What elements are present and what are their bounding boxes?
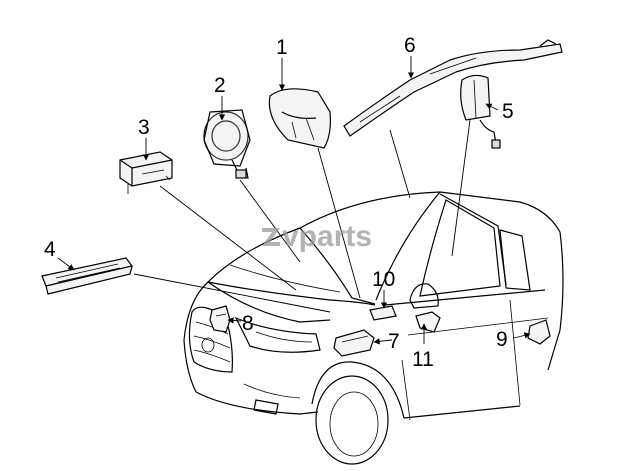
callout-10: 10: [372, 268, 395, 291]
airbag-sensor-assembly: [333, 329, 375, 357]
watermark-logo: vparts: [262, 220, 372, 253]
callout-1: 1: [276, 36, 288, 59]
callout-7: 7: [388, 330, 400, 353]
callout-5: 5: [502, 100, 514, 123]
spiral-cable: [203, 109, 251, 179]
callout-8: 8: [242, 312, 254, 335]
curtain-airbag: [343, 39, 563, 137]
front-airbag-sensor: [209, 305, 231, 333]
callout-9: 9: [496, 328, 508, 351]
watermark-text: vparts: [282, 220, 372, 253]
callout-3: 3: [138, 116, 150, 139]
side-airbag-sensor: [527, 319, 551, 345]
callout-11: 11: [412, 348, 434, 371]
callout-4: 4: [44, 238, 56, 261]
leader-lines: [57, 56, 531, 345]
callout-6: 6: [404, 34, 416, 57]
occupant-sensor: [369, 305, 397, 321]
door-sensor: [415, 311, 441, 333]
callout-numbers: 1 2 3 4 5 6 7 8 9 10 11: [44, 34, 514, 371]
passenger-airbag: [119, 151, 173, 194]
knee-airbag: [41, 257, 134, 295]
steering-wheel-airbag: [268, 88, 331, 149]
side-airbag: [460, 74, 501, 149]
callout-2: 2: [214, 74, 226, 97]
